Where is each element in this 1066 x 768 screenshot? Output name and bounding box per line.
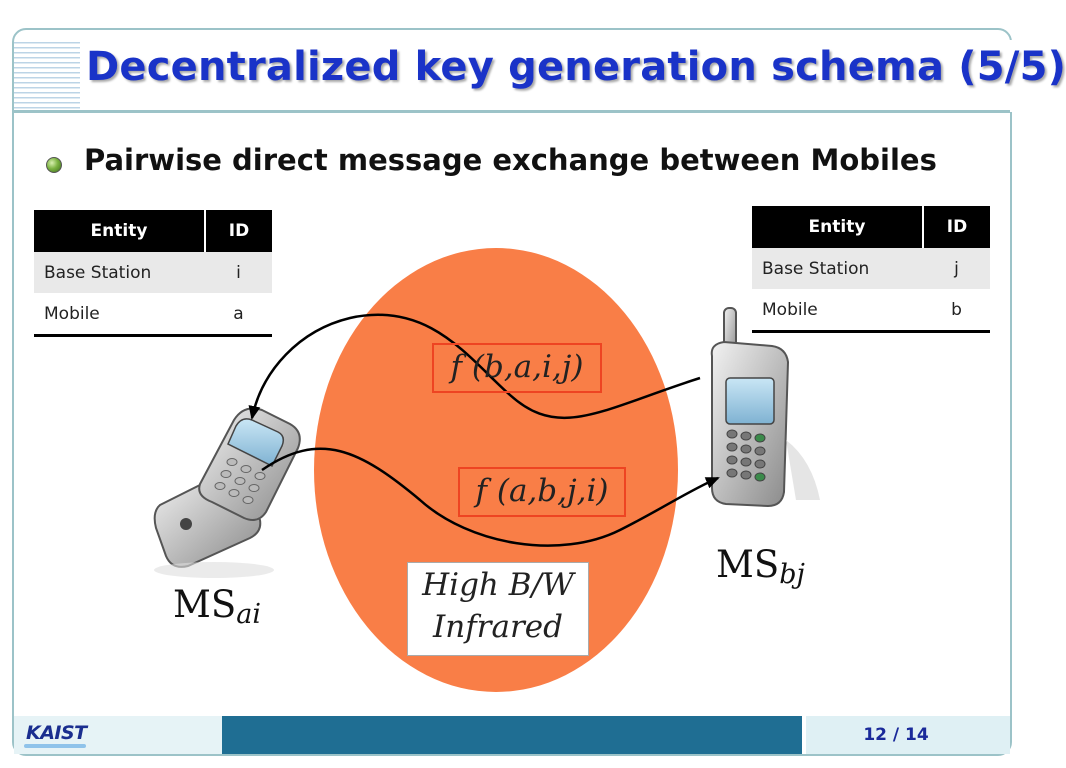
cell-id: a — [205, 293, 272, 337]
footer-band — [222, 716, 802, 754]
table-header: Entity ID — [34, 210, 272, 252]
entity-table-right: Entity ID Base Station j Mobile b — [752, 206, 990, 333]
cell-entity: Base Station — [752, 248, 923, 289]
channel-label-line1: High B/W — [422, 567, 574, 603]
cell-id: j — [923, 248, 990, 289]
entity-table-left: Entity ID Base Station i Mobile a — [34, 210, 272, 337]
mobile-left-label: MSai — [173, 583, 261, 630]
cell-id: b — [923, 289, 990, 333]
mobile-phone-right-icon — [710, 307, 820, 508]
header-entity: Entity — [752, 206, 924, 248]
page-number: 12 / 14 — [863, 725, 929, 745]
message-arrow-bottom — [261, 447, 720, 547]
cell-id: i — [205, 252, 272, 293]
header-id: ID — [923, 206, 990, 248]
table-row: Base Station i — [34, 252, 272, 293]
table-row: Mobile a — [34, 293, 272, 337]
footer-bar — [14, 716, 1010, 756]
table-header: Entity ID — [752, 206, 990, 248]
bullet-icon — [46, 157, 62, 173]
mobile-phone-left-icon — [153, 407, 301, 578]
bullet-text: Pairwise direct message exchange between… — [84, 143, 937, 177]
message-top-label: f (b,a,i,j) — [432, 343, 602, 393]
header-entity: Entity — [34, 210, 206, 252]
message-bottom-label: f (a,b,j,i) — [458, 467, 626, 517]
table-row: Base Station j — [752, 248, 990, 289]
cell-entity: Mobile — [34, 293, 205, 337]
kaist-logo: KAIST — [26, 722, 87, 744]
mobile-right-label: MSbj — [716, 543, 805, 590]
footer-page-area — [806, 716, 1010, 754]
cell-entity: Base Station — [34, 252, 205, 293]
title-divider — [14, 110, 1010, 113]
channel-label-box: High B/W Infrared — [407, 562, 589, 656]
title-background — [80, 40, 1020, 112]
kaist-logo-underline — [24, 744, 86, 748]
header-id: ID — [205, 210, 272, 252]
slide-title: Decentralized key generation schema (5/5… — [86, 44, 1066, 90]
channel-label-line2: Infrared — [433, 609, 563, 645]
cell-entity: Mobile — [752, 289, 923, 333]
table-row: Mobile b — [752, 289, 990, 333]
